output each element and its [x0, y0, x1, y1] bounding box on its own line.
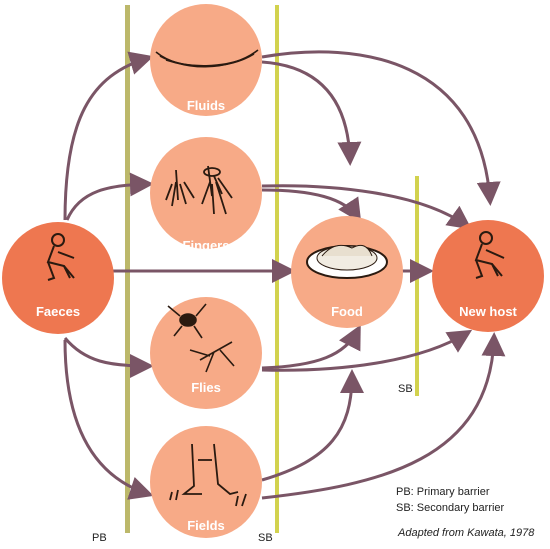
fields-label: Fields: [187, 518, 225, 533]
arrow-faeces-fingers: [65, 172, 154, 221]
sb-right-label: SB: [398, 383, 413, 395]
squatting-person-icon: [46, 233, 75, 281]
arrow-faeces-fluids: [63, 51, 154, 221]
legend-primary-barrier: PB: Primary barrier: [396, 486, 490, 498]
fingers-label: Fingers: [183, 238, 230, 253]
food-plate-icon: [306, 244, 388, 279]
legend-secondary-barrier: SB: Secondary barrier: [396, 502, 505, 514]
arrow-fields-food: [261, 369, 364, 482]
feet-icon: [169, 443, 247, 507]
food-label: Food: [331, 304, 363, 319]
primary-barrier-line: [125, 5, 130, 533]
node-faeces: [2, 222, 114, 334]
arrow-faeces-fields: [63, 339, 154, 500]
arrows: [63, 50, 506, 500]
source-credit: Adapted from Kawata, 1978: [398, 527, 535, 539]
pb-label: PB: [92, 532, 107, 544]
water-hollow-icon: [155, 49, 259, 68]
arrow-fluids-newhost: [261, 50, 501, 206]
flies-label: Flies: [191, 380, 221, 395]
faeces-label: Faeces: [36, 304, 80, 319]
arrow-fingers-newhost: [261, 184, 472, 230]
node-fluids: [150, 4, 262, 116]
arrow-faeces-flies: [63, 337, 154, 378]
sb-label: SB: [258, 532, 273, 544]
hands-icon: [165, 165, 233, 215]
arrow-flies-food: [261, 324, 361, 370]
new-host-label: New host: [459, 304, 517, 319]
node-new-host: [432, 220, 544, 332]
fluids-label: Fluids: [187, 98, 225, 113]
arrow-fingers-food: [261, 188, 362, 224]
arrow-flies-newhost: [261, 329, 473, 372]
arrow-fields-newhost: [261, 332, 506, 500]
flies-icon: [167, 303, 235, 373]
secondary-barrier-line: [275, 5, 279, 533]
secondary-barrier-line-right: [415, 176, 419, 396]
squatting-person-icon: [474, 231, 505, 279]
node-flies: [150, 297, 262, 409]
node-fields: [150, 426, 262, 538]
arrow-fluids-food: [261, 60, 362, 166]
